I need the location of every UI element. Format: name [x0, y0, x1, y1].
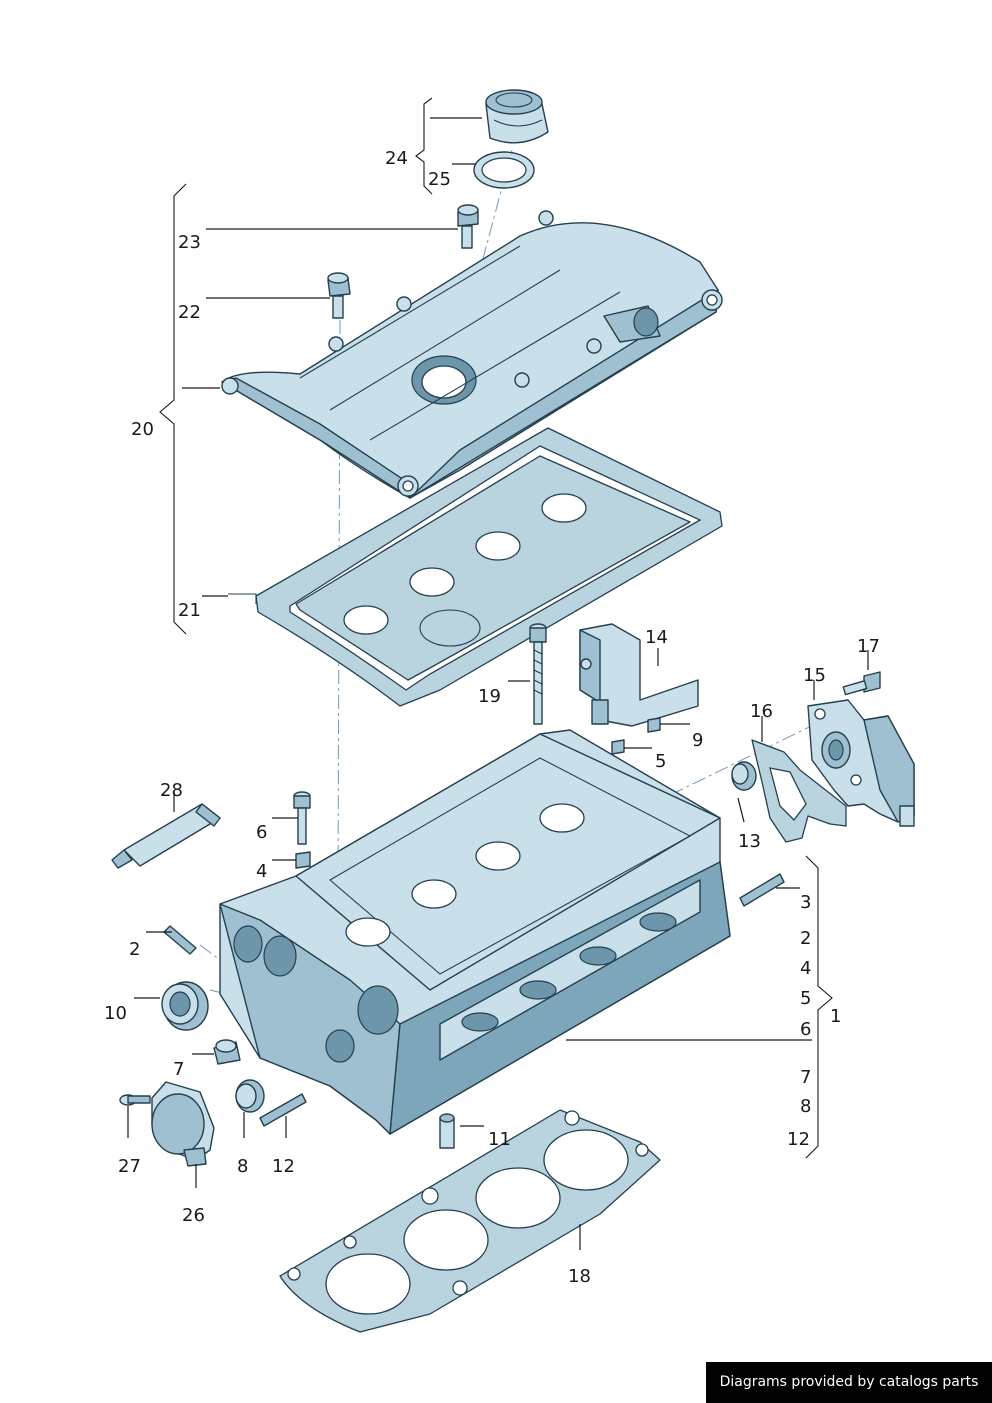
- callout-7-right: 7: [800, 1067, 811, 1088]
- head-bolt-19: [529, 623, 547, 725]
- callout-5-top: 5: [655, 751, 666, 772]
- callout-14: 14: [645, 627, 668, 648]
- dowel-11: [439, 1113, 455, 1149]
- callout-10: 10: [104, 1003, 127, 1024]
- callout-25: 25: [428, 169, 451, 190]
- callout-4-left: 4: [256, 861, 267, 882]
- callout-6-left: 6: [256, 822, 267, 843]
- oil-filler-cap: [485, 89, 549, 144]
- callout-17: 17: [857, 636, 880, 657]
- callout-23: 23: [178, 232, 201, 253]
- callout-8-left: 8: [237, 1156, 248, 1177]
- nut-9: [647, 717, 661, 733]
- cover-gasket: [228, 427, 723, 707]
- screw-27: [119, 1094, 151, 1106]
- callout-5-right: 5: [800, 988, 811, 1009]
- credit-banner: Diagrams provided by catalogs parts: [706, 1362, 992, 1403]
- callout-12-left: 12: [272, 1156, 295, 1177]
- stud-12: [259, 1093, 307, 1127]
- camshaft-bracket: [579, 623, 699, 727]
- callout-2-right: 2: [800, 928, 811, 949]
- callout-16: 16: [750, 701, 773, 722]
- callout-7-left: 7: [173, 1059, 184, 1080]
- callout-15: 15: [803, 665, 826, 686]
- bolt-6: [293, 791, 311, 845]
- shaft-seal-10: [161, 981, 209, 1031]
- stud-2: [163, 925, 197, 955]
- callout-labels: 24 25 23 22 20 21 14 17 15 16 19 9 5 28 …: [104, 148, 880, 1287]
- leader-lines: [127, 117, 869, 1250]
- callout-4-right: 4: [800, 958, 811, 979]
- callout-9: 9: [692, 730, 703, 751]
- callout-24: 24: [385, 148, 408, 169]
- callout-26: 26: [182, 1205, 205, 1226]
- sensor-26: [151, 1081, 215, 1167]
- housing-15: [807, 699, 915, 827]
- housing-gasket-16: [751, 739, 847, 843]
- callout-3: 3: [800, 892, 811, 913]
- head-gasket: [279, 1109, 661, 1333]
- callout-12-right: 12: [787, 1129, 810, 1150]
- cover-bolt-22: [327, 272, 351, 319]
- callout-22: 22: [178, 302, 201, 323]
- callout-28: 28: [160, 780, 183, 801]
- cap-8: [235, 1079, 265, 1113]
- cylinder-head: [219, 729, 785, 1135]
- plug-13: [731, 761, 757, 791]
- filler-cap-seal: [473, 151, 535, 189]
- callout-20: 20: [131, 419, 154, 440]
- grouping-braces: [159, 97, 833, 1159]
- sealant-tube: [111, 803, 221, 869]
- washer-4: [295, 851, 311, 869]
- callout-18: 18: [568, 1266, 591, 1287]
- bolt-17: [842, 671, 881, 696]
- nut-5: [611, 739, 625, 755]
- callout-19: 19: [478, 686, 501, 707]
- callout-1: 1: [830, 1006, 841, 1027]
- callout-27: 27: [118, 1156, 141, 1177]
- cover-bolt-23: [457, 204, 479, 249]
- cylinder-head-cover: [221, 210, 723, 499]
- plug-bolt-7: [213, 1039, 241, 1065]
- callout-13: 13: [738, 831, 761, 852]
- callout-21: 21: [178, 600, 201, 621]
- callout-11: 11: [488, 1129, 511, 1150]
- callout-2-left: 2: [129, 939, 140, 960]
- callout-8-right: 8: [800, 1096, 811, 1117]
- callout-6-right: 6: [800, 1019, 811, 1040]
